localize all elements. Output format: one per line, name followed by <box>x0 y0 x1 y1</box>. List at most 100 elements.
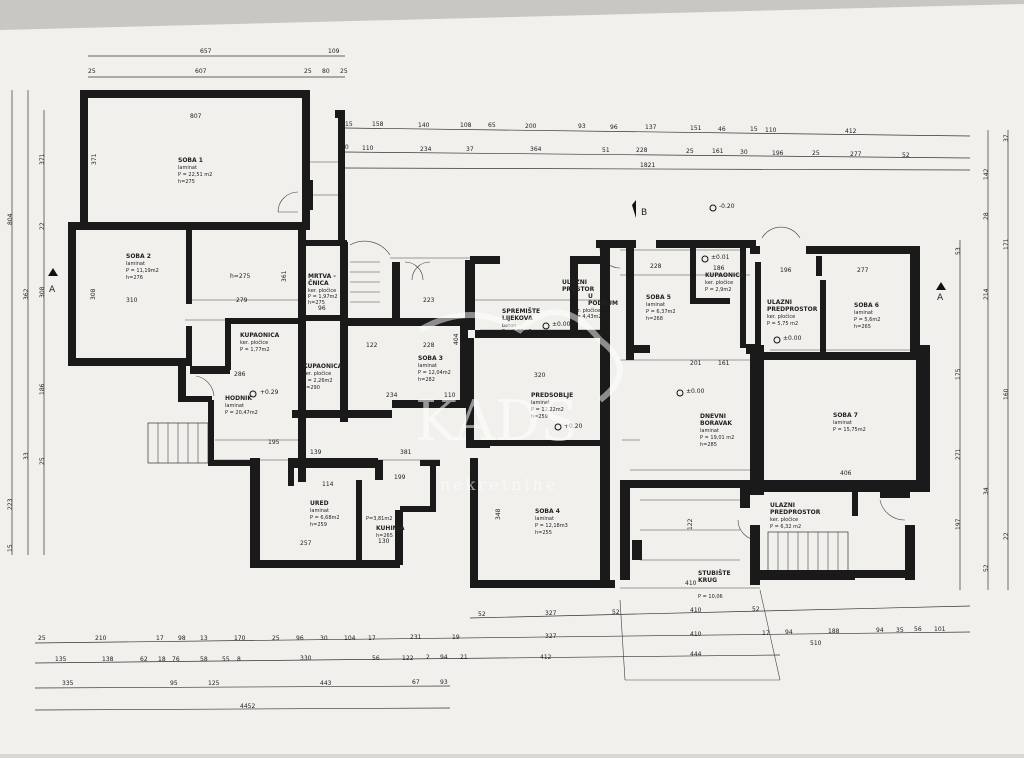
dim-text: 22 <box>39 222 46 230</box>
dim-text: 160 <box>1003 388 1010 400</box>
room-height: h=275 <box>178 179 195 185</box>
room-area: P = 1,77m2 <box>240 347 270 353</box>
room-floor: laminat <box>854 310 873 316</box>
dim-text: 53 <box>955 247 962 255</box>
bottom-dim-row-3: 135 138 62 18 76 58 55 8 330 56 122 2 94… <box>55 640 822 663</box>
room-height: h=285 <box>700 442 717 448</box>
section-marker-a-right: A <box>936 282 946 303</box>
dim-text: 114 <box>322 481 334 488</box>
room-title: LIJEKOVA <box>502 315 533 322</box>
dim-text: 310 <box>126 297 138 304</box>
dim-text: 444 <box>690 651 702 658</box>
dim-text: 46 <box>718 126 726 133</box>
dim-text: 510 <box>810 640 822 647</box>
dim-text: 142 <box>983 168 990 180</box>
room-title: SOBA 1 <box>178 157 203 164</box>
room-height: h=282 <box>418 377 435 383</box>
level-text: -0.20 <box>719 203 735 210</box>
level-text: ±0.00 <box>686 388 705 395</box>
room-height: h=275 <box>308 300 325 306</box>
dim-text: 122 <box>402 655 414 662</box>
dim-text: 28 <box>983 212 990 220</box>
dim-text: 308 <box>90 288 97 300</box>
room-ulazni-podrum: ULAZNI PROSTOR U PODRUM ker. pločice P =… <box>562 279 618 320</box>
dim-text: 170 <box>234 635 246 642</box>
dim-text: 412 <box>540 654 552 661</box>
dim-text: 65 <box>488 122 496 129</box>
dim-text: 228 <box>650 263 662 270</box>
room-title: STUBIŠTE <box>698 570 731 577</box>
dim-text: 175 <box>955 368 962 380</box>
dim-text: 277 <box>857 267 869 274</box>
room-title: KUPAONICA <box>240 332 280 339</box>
dim-text: 201 <box>690 360 702 367</box>
room-area: P = 22,51 m2 <box>178 172 212 178</box>
dim-text: 93 <box>578 123 586 130</box>
dim-text: 25 <box>38 635 46 642</box>
bottom-dim-row-4: 335 95 125 443 67 93 <box>62 679 448 687</box>
level-text: +0.20 <box>564 423 583 430</box>
dim-text: 35 <box>896 627 904 634</box>
dim-text: 139 <box>310 449 322 456</box>
dim-text: 186 <box>39 383 46 395</box>
dim-text: 30 <box>320 635 328 642</box>
top-dim-row-2: 25 607 25 80 25 <box>88 68 348 75</box>
staircase-middle <box>350 261 380 303</box>
room-title: PREDSOBLJE <box>531 392 573 399</box>
dim-text: 135 <box>55 656 67 663</box>
dim-text: 188 <box>828 628 840 635</box>
room-height: h=290 <box>303 385 320 391</box>
room-floor: laminat <box>418 363 437 369</box>
room-dnevni-boravak: DNEVNI BORAVAK laminat P = 19,01 m2 h=28… <box>700 413 734 448</box>
dim-text: 330 <box>300 655 312 662</box>
room-title: DNEVNI <box>700 413 726 420</box>
left-dimension-lines: 804 371 22 362 308 186 33 25 223 15 <box>7 90 46 555</box>
dim-text: 410 <box>685 580 697 587</box>
room-title: PREDPROSTOR <box>770 509 821 516</box>
room-area: P = 10,06 <box>698 594 723 600</box>
room-area: P=3,81m2 <box>366 516 392 522</box>
top-dim-row-3: 15 158 140 108 65 200 93 96 137 151 46 1… <box>345 121 857 135</box>
room-stubiste: STUBIŠTE KRUG P = 10,06 <box>698 570 731 600</box>
dim-text-total-bottom: 4452 <box>240 703 255 710</box>
room-labels: SOBA 1 laminat P = 22,51 m2 h=275 SOBA 2… <box>126 157 880 600</box>
room-title: SOBA 7 <box>833 412 858 419</box>
room-area: P = 11,19m2 <box>126 268 159 274</box>
dim-text: 25 <box>686 148 694 155</box>
dim-text: 348 <box>495 508 502 520</box>
room-floor: ker. pločice <box>770 516 798 523</box>
level-text: ±0.01 <box>711 254 730 261</box>
room-floor: ker. pločice <box>705 279 733 286</box>
room-title: ULAZNI <box>770 502 795 509</box>
dim-text: 196 <box>772 150 784 157</box>
dim-text: 15 <box>750 126 758 133</box>
dim-text: 96 <box>318 305 326 312</box>
room-floor: laminat <box>126 261 145 267</box>
dim-text: 122 <box>366 342 378 349</box>
dim-text: 196 <box>780 267 792 274</box>
room-title: MRTVA - <box>308 273 336 280</box>
room-soba-1: SOBA 1 laminat P = 22,51 m2 h=275 <box>178 157 212 185</box>
dim-text: 257 <box>300 540 312 547</box>
dim-text-total-top: 1821 <box>640 162 655 169</box>
room-height: h=276 <box>126 275 143 281</box>
dim-text: 308 <box>39 286 46 298</box>
room-title: KUPAONICA <box>705 272 745 279</box>
room-title: ČNICA <box>308 280 329 287</box>
paper-fold-shadow <box>0 0 1024 30</box>
section-marker-b: B <box>632 200 647 218</box>
dim-text: 361 <box>281 270 288 282</box>
dim-text: h=275 <box>230 273 250 280</box>
room-height: h=265 <box>376 533 393 539</box>
dim-text: 94 <box>876 627 884 634</box>
room-height: h=255 <box>535 530 552 536</box>
room-soba-4: SOBA 4 laminat P = 12,18m3 h=255 <box>535 508 568 536</box>
room-area: P = 12,22m2 <box>531 407 564 413</box>
section-a-left-label: A <box>49 285 56 295</box>
dim-text: 76 <box>172 656 180 663</box>
dim-text: 327 <box>545 633 557 640</box>
room-area: P = 2,26m2 <box>303 378 333 384</box>
dim-text: 33 <box>23 452 30 460</box>
room-floor: laminat <box>700 428 719 434</box>
room-area: P = 5,75 m2 <box>767 321 798 327</box>
